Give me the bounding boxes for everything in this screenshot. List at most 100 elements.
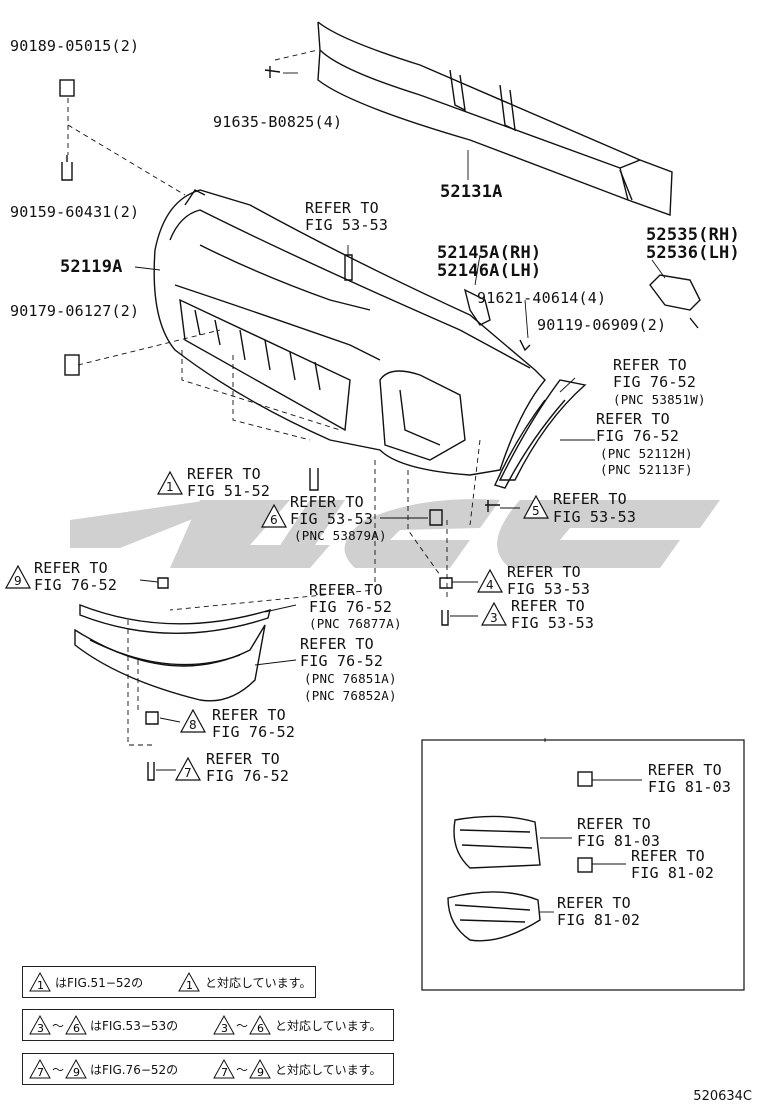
lower-spoiler bbox=[74, 624, 266, 702]
ref-4-line1: REFER TO bbox=[507, 563, 581, 581]
ref-3-line1: REFER TO bbox=[511, 597, 585, 615]
svg-text:3: 3 bbox=[221, 1022, 228, 1035]
part-52146a-label: 52146A(LH) bbox=[437, 261, 542, 281]
legend-row-2: 3 〜 6 はFIG.53−53の 3 〜 6 と対応しています。 bbox=[22, 1009, 394, 1041]
part-52145a-label: 52145A(RH) bbox=[437, 243, 542, 263]
callout-9-label: 9 bbox=[14, 574, 22, 588]
legend-2-triangle-a: 3 bbox=[29, 1014, 51, 1035]
ref-53-53-top-line2: FIG 53-53 bbox=[305, 216, 389, 234]
inset-ref-d-line2: FIG 81-02 bbox=[557, 911, 641, 929]
callout-4: 4 bbox=[476, 568, 504, 593]
ref-d-pnc1: (PNC 76851A) bbox=[304, 671, 397, 686]
svg-text:3: 3 bbox=[37, 1022, 44, 1035]
part-90189-label: 90189-05015(2) bbox=[10, 37, 140, 55]
ref-d-line2: FIG 76-52 bbox=[300, 652, 384, 670]
ref-c-line1: REFER TO bbox=[309, 581, 383, 599]
ref-76-52-b-pnc1: (PNC 52112H) bbox=[600, 446, 693, 461]
callout-8: 8 bbox=[179, 708, 207, 733]
ref-6-line2: FIG 53-53 bbox=[290, 510, 374, 528]
legend-3-triangle-a: 7 bbox=[29, 1058, 51, 1079]
callout-6: 6 bbox=[260, 503, 288, 528]
part-52535-label: 52535(RH) bbox=[646, 225, 740, 245]
legend-2-tail: と対応しています。 bbox=[275, 1019, 382, 1033]
part-52131a-label: 52131A bbox=[440, 182, 503, 202]
side-bracket-lh bbox=[649, 274, 701, 311]
part-52536-label: 52536(LH) bbox=[646, 243, 740, 263]
callout-3-label: 3 bbox=[490, 611, 498, 625]
legend-2-text: はFIG.53−53の bbox=[90, 1019, 179, 1033]
legend-1-tail: と対応しています。 bbox=[205, 976, 312, 990]
legend-2-triangle-b2: 6 bbox=[249, 1014, 271, 1035]
inset-ref-a-line1: REFER TO bbox=[648, 761, 722, 779]
legend-3-triangle-b2: 9 bbox=[249, 1058, 271, 1079]
legend-3-sep-b: 〜 bbox=[236, 1063, 249, 1077]
ref-76-52-b-line2: FIG 76-52 bbox=[596, 427, 680, 445]
svg-text:6: 6 bbox=[257, 1022, 264, 1035]
ref-76-52-b-pnc2: (PNC 52113F) bbox=[600, 462, 693, 477]
callout-5: 5 bbox=[522, 494, 550, 519]
callout-5-label: 5 bbox=[532, 504, 540, 518]
legend-2-sep-b: 〜 bbox=[236, 1019, 249, 1033]
ref-c-line2: FIG 76-52 bbox=[309, 598, 393, 616]
svg-text:9: 9 bbox=[257, 1066, 264, 1079]
callout-8-label: 8 bbox=[189, 718, 197, 732]
ref-76-52-a-pnc: (PNC 53851W) bbox=[613, 392, 706, 407]
legend-1-triangle-a: 1 bbox=[29, 971, 51, 992]
svg-text:1: 1 bbox=[186, 979, 193, 992]
legend-3-triangle-a2: 9 bbox=[65, 1058, 87, 1079]
legend-row-3: 7 〜 9 はFIG.76−52の 7 〜 9 と対応しています。 bbox=[22, 1053, 394, 1085]
callout-9: 9 bbox=[4, 564, 32, 589]
legend-row-1: 1 はFIG.51−52の 1 と対応しています。 bbox=[22, 966, 316, 998]
ref-8-line1: REFER TO bbox=[212, 706, 286, 724]
inset-ref-b-line2: FIG 81-03 bbox=[577, 832, 661, 850]
ref-76-52-a-line2: FIG 76-52 bbox=[613, 373, 697, 391]
part-91635-label: 91635-B0825(4) bbox=[213, 113, 343, 131]
svg-text:6: 6 bbox=[73, 1022, 80, 1035]
legend-2-triangle-b: 3 bbox=[213, 1014, 235, 1035]
inset-ref-d-line1: REFER TO bbox=[557, 894, 631, 912]
bumper-reinforcement bbox=[317, 21, 673, 216]
ref-4-line2: FIG 53-53 bbox=[507, 580, 591, 598]
side-bracket-rh bbox=[463, 288, 491, 326]
lower-molding bbox=[79, 603, 271, 634]
callout-6-label: 6 bbox=[270, 513, 278, 527]
dashed-lines bbox=[67, 49, 546, 746]
callout-7: 7 bbox=[174, 756, 202, 781]
ref-1-line1: REFER TO bbox=[187, 465, 261, 483]
ref-c-pnc: (PNC 76877A) bbox=[309, 616, 402, 631]
catalog-code: 520634C bbox=[693, 1089, 752, 1104]
callout-7-label: 7 bbox=[184, 766, 192, 780]
ref-d-pnc2: (PNC 76852A) bbox=[304, 688, 397, 703]
svg-text:7: 7 bbox=[37, 1066, 44, 1079]
ref-8-line2: FIG 76-52 bbox=[212, 723, 296, 741]
svg-text:1: 1 bbox=[37, 979, 44, 992]
callout-3: 3 bbox=[480, 601, 508, 626]
ref-1-line2: FIG 51-52 bbox=[187, 482, 271, 500]
inset-ref-c-line2: FIG 81-02 bbox=[631, 864, 715, 882]
watermark-logo bbox=[70, 499, 720, 568]
inset-ref-a-line2: FIG 81-03 bbox=[648, 778, 732, 796]
legend-1-triangle-b: 1 bbox=[178, 971, 200, 992]
inset-box bbox=[421, 739, 745, 991]
inset-ref-b-line1: REFER TO bbox=[577, 815, 651, 833]
legend-3-sep-a: 〜 bbox=[52, 1063, 65, 1077]
svg-text:9: 9 bbox=[73, 1066, 80, 1079]
legend-3-text: はFIG.76−52の bbox=[90, 1063, 179, 1077]
bumper-cover bbox=[153, 189, 546, 476]
legend-3-triangle-b: 7 bbox=[213, 1058, 235, 1079]
leader-lines bbox=[134, 72, 666, 913]
ref-5-line1: REFER TO bbox=[553, 490, 627, 508]
ref-7-line1: REFER TO bbox=[206, 750, 280, 768]
ref-76-52-a-line1: REFER TO bbox=[613, 356, 687, 374]
ref-9-line2: FIG 76-52 bbox=[34, 576, 118, 594]
fender-molding bbox=[494, 379, 587, 489]
part-52119a-label: 52119A bbox=[60, 257, 123, 277]
ref-53-53-top-line1: REFER TO bbox=[305, 199, 379, 217]
ref-6-line1: REFER TO bbox=[290, 493, 364, 511]
callout-triangles: 1 6 5 9 4 3 8 7 bbox=[4, 470, 550, 781]
callout-1-label: 1 bbox=[166, 480, 174, 494]
svg-text:7: 7 bbox=[221, 1066, 228, 1079]
ref-3-line2: FIG 53-53 bbox=[511, 614, 595, 632]
part-90119-label: 90119-06909(2) bbox=[537, 316, 667, 334]
